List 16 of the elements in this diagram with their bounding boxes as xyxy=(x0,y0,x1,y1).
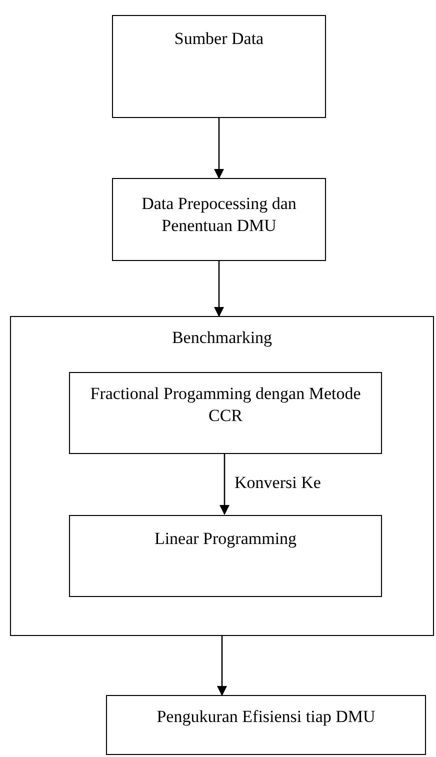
box-label: Linear Programming xyxy=(153,528,298,550)
arrow xyxy=(220,453,230,515)
process-box xyxy=(69,515,382,597)
arrow xyxy=(214,118,224,179)
box-label: Data Prepocessing dan Penentuan DMU xyxy=(140,193,298,237)
box-label: Pengukuran Efisiensi tiap DMU xyxy=(156,706,376,728)
process-box xyxy=(112,178,326,261)
process-box xyxy=(10,316,434,636)
box-label: Sumber Data xyxy=(173,28,265,50)
arrow xyxy=(217,636,227,696)
arrow xyxy=(214,261,224,317)
process-box xyxy=(112,15,326,118)
process-box xyxy=(106,695,426,755)
box-label: Benchmarking xyxy=(170,327,274,349)
process-box xyxy=(69,372,382,454)
box-label: Fractional Progamming dengan Metode CCR xyxy=(89,383,362,427)
